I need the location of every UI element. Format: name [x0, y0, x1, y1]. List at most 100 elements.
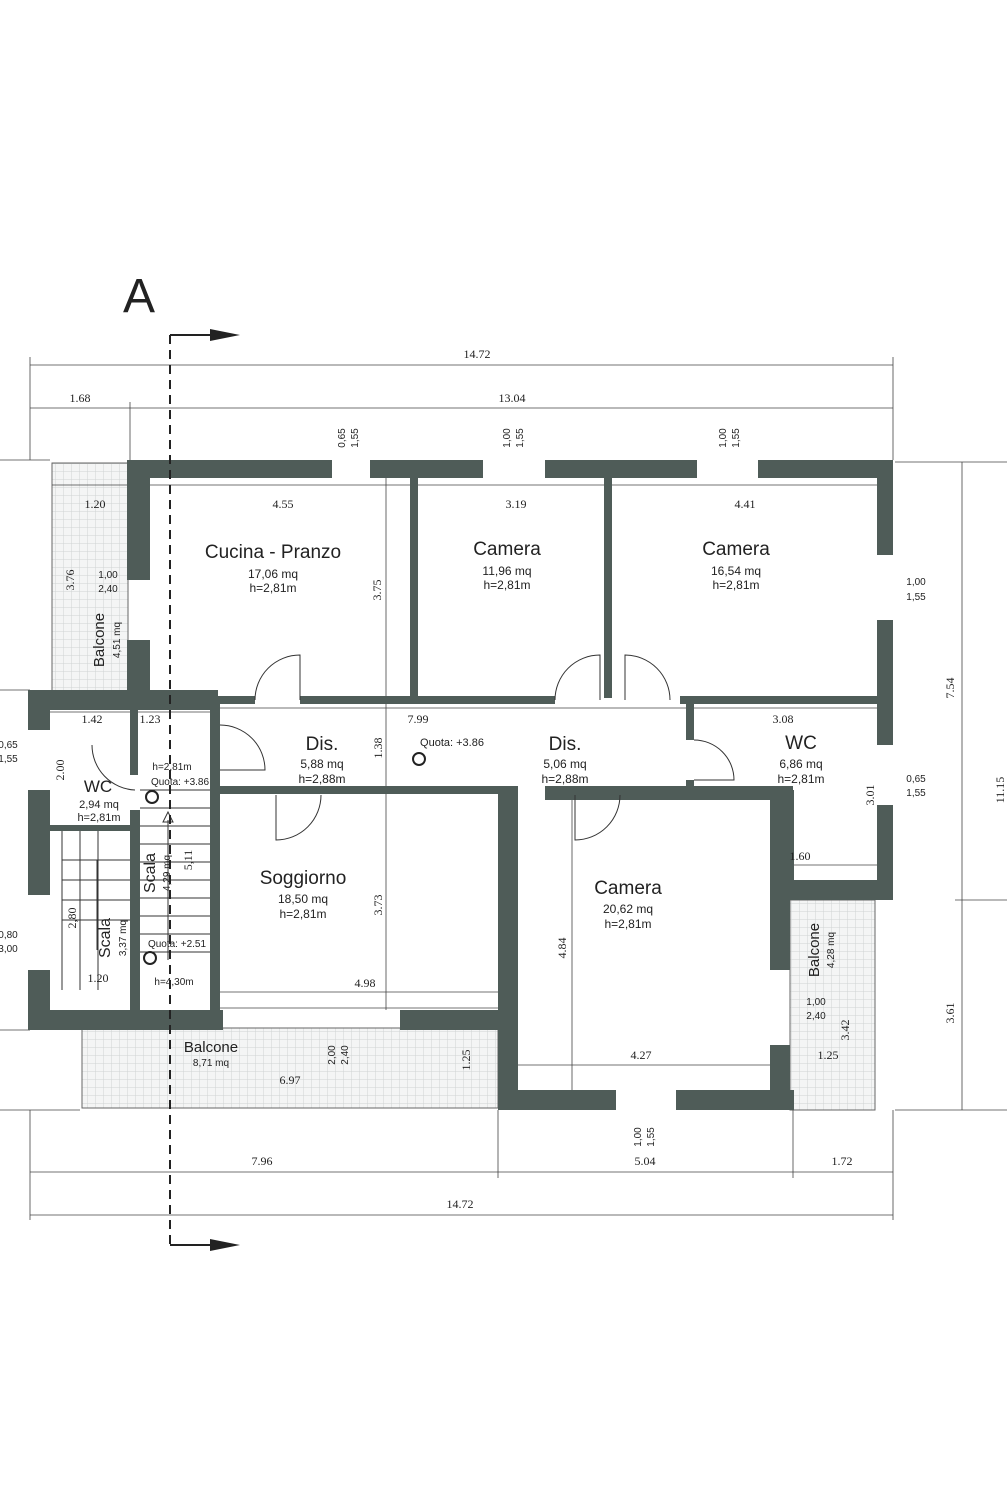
- balconies: [51, 462, 876, 1111]
- dim-label: 1.23: [140, 712, 161, 726]
- room-name-wc: WC: [84, 777, 112, 796]
- room-name-camera: Camera: [594, 878, 662, 899]
- dim-label: 5.04: [635, 1154, 656, 1168]
- window-dim-label: 0,65: [337, 428, 348, 448]
- room-name-dis: Dis.: [306, 734, 339, 755]
- room-area-scala: 4,29 mq: [162, 855, 173, 891]
- room-height-dis: h=2,88m: [298, 772, 345, 786]
- window-dim-label: 3,00: [0, 944, 18, 955]
- dimension-lines: [0, 357, 1007, 1220]
- room-name-balcone: Balcone: [184, 1039, 238, 1056]
- dim-label: 11.15: [993, 777, 1007, 804]
- room-height-dis: h=2,88m: [541, 772, 588, 786]
- window-dim-label: 2,00: [327, 1045, 338, 1065]
- dim-label: 1.20: [88, 971, 109, 985]
- window-dim-label: 1,55: [906, 788, 926, 799]
- room-height-wc: h=2,81m: [77, 812, 120, 824]
- room-name-scala: Scala: [142, 853, 159, 893]
- dim-label: 3.76: [63, 570, 77, 591]
- dim-label: 2,80: [65, 908, 79, 929]
- window-dim-label: 1,00: [718, 428, 729, 448]
- room-height-camera: h=2,81m: [712, 578, 759, 592]
- dim-label: 1.38: [371, 738, 385, 759]
- doors: [91, 654, 735, 841]
- stair-height-label: h=2,81m: [152, 762, 191, 773]
- room-area-balcone: 4,51 mq: [112, 622, 123, 658]
- level-marker-icon: [412, 752, 426, 766]
- balcone-right-area: [789, 899, 876, 1111]
- room-height-camera: h=2,81m: [604, 917, 651, 931]
- dim-label: 3.73: [371, 895, 385, 916]
- window-dim-label: 1,00: [806, 997, 826, 1008]
- room-area-soggiorno: 18,50 mq: [278, 892, 328, 906]
- dim-label: 7.96: [252, 1154, 273, 1168]
- dim-label: 7.99: [408, 712, 429, 726]
- level-label: Quota: +3.86: [420, 737, 484, 749]
- dim-label: 1.25: [459, 1050, 473, 1071]
- level-label: Quota: +2.51: [148, 939, 207, 950]
- room-area-camera: 16,54 mq: [711, 564, 761, 578]
- stairs: [61, 789, 210, 990]
- dim-label: 14.72: [447, 1197, 474, 1211]
- dim-label: 2.00: [53, 760, 67, 781]
- dim-label: 1.72: [832, 1154, 853, 1168]
- room-name-balcone: Balcone: [806, 923, 823, 977]
- window-dim-label: 2,40: [340, 1045, 351, 1065]
- dim-label: 4.84: [555, 938, 569, 959]
- dim-label: 4.41: [735, 497, 756, 511]
- level-marker-icon: [143, 951, 157, 965]
- room-area-scala: 3,37 mq: [118, 920, 129, 956]
- dim-label: 7.54: [943, 678, 957, 699]
- window-dim-label: 1,00: [98, 570, 118, 581]
- window-dim-label: 0,80: [0, 930, 18, 941]
- room-area-balcone: 8,71 mq: [193, 1058, 229, 1069]
- window-dim-label: 1,55: [731, 428, 742, 448]
- level-markers: [143, 752, 426, 965]
- dim-label: 4.98: [355, 976, 376, 990]
- dim-label: 1.42: [82, 712, 103, 726]
- room-area-camera: 11,96 mq: [482, 564, 531, 578]
- room-name-scala: Scala: [97, 918, 114, 958]
- room-name-dis: Dis.: [549, 734, 582, 755]
- dim-label: 3.42: [838, 1020, 852, 1041]
- level-marker-icon: [145, 790, 159, 804]
- dim-label: 3.75: [370, 580, 384, 601]
- dim-label: 4.27: [631, 1048, 652, 1062]
- dim-label: 5,11: [181, 850, 195, 871]
- dim-label: 3.19: [506, 497, 527, 511]
- room-area-cucina: 17,06 mq: [248, 567, 298, 581]
- dim-label: 1.68: [70, 391, 91, 405]
- window-dim-label: 2,40: [98, 584, 118, 595]
- level-label: Quota: +3.86: [151, 777, 210, 788]
- balcone-left-area: [51, 462, 129, 692]
- room-area-wc: 6,86 mq: [779, 757, 822, 771]
- room-name-wc: WC: [785, 733, 817, 754]
- room-height-camera: h=2,81m: [483, 578, 530, 592]
- dim-label: 14.72: [464, 347, 491, 361]
- room-name-camera: Camera: [702, 539, 770, 560]
- dim-label: 6.97: [280, 1073, 301, 1087]
- window-dim-label: 1,55: [515, 428, 526, 448]
- dim-label: 4.55: [273, 497, 294, 511]
- dim-label: 3.01: [863, 785, 877, 806]
- room-name-soggiorno: Soggiorno: [260, 868, 347, 889]
- room-height-soggiorno: h=2,81m: [279, 907, 326, 921]
- room-area-camera: 20,62 mq: [603, 902, 653, 916]
- room-area-balcone: 4,28 mq: [826, 932, 837, 968]
- window-dim-label: 1,00: [502, 428, 513, 448]
- room-height-cucina: h=2,81m: [249, 581, 296, 595]
- dim-label: 13.04: [499, 391, 526, 405]
- window-dim-label: 1,55: [350, 428, 361, 448]
- window-dim-label: 2,40: [806, 1011, 826, 1022]
- dim-label: 3.08: [773, 712, 794, 726]
- room-name-camera: Camera: [473, 539, 541, 560]
- room-area-dis: 5,88 mq: [300, 757, 343, 771]
- arrow-right-icon: [210, 1239, 240, 1251]
- window-dim-label: 1,00: [633, 1127, 644, 1147]
- window-dim-label: 1,55: [0, 754, 18, 765]
- dim-label: 1.25: [818, 1048, 839, 1062]
- room-area-wc: 2,94 mq: [79, 799, 119, 811]
- stair-height-label: h=4,30m: [154, 977, 193, 988]
